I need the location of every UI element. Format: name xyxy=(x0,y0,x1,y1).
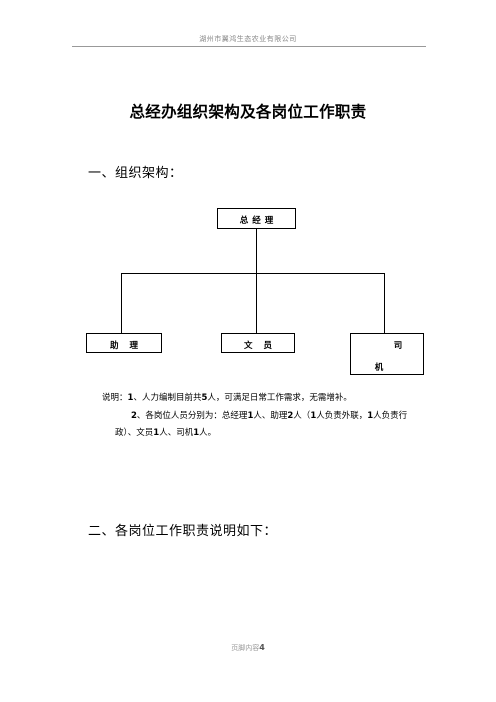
note-prefix: 说明： xyxy=(102,393,128,403)
org-box-general-manager: 总经理 xyxy=(217,208,296,229)
driver-label-char-2: 机 xyxy=(374,363,384,373)
page-header: 湖州市翼鸿生态农业有限公司 xyxy=(199,35,297,43)
note-number: 1 xyxy=(367,411,374,421)
note-number: 1 xyxy=(310,411,317,421)
note-number: 1 xyxy=(193,428,200,438)
note-text: 人，可满足日常工作需求，无需增补。 xyxy=(207,393,352,403)
note-text: 人、司机 xyxy=(159,428,194,438)
note-line-2: 2、各岗位人员分别为：总经理1人、助理2人（1人负责外联，1人负责行 xyxy=(131,409,407,424)
section-heading-job-duties: 二、各岗位工作职责说明如下： xyxy=(88,524,278,539)
note-line-3: 政）、文员1人、司机1人。 xyxy=(115,426,216,441)
note-text: 人。 xyxy=(199,428,217,438)
note-text: 人、助理 xyxy=(253,411,288,421)
note-number: 5 xyxy=(201,393,208,403)
connector-line-top xyxy=(256,229,257,273)
note-number: 2 xyxy=(131,411,137,421)
document-title: 总经办组织架构及各岗位工作职责 xyxy=(129,103,367,121)
connector-line-middle xyxy=(256,273,257,333)
page-number: 4 xyxy=(259,643,265,652)
footer-text: 页脚内容 xyxy=(231,644,260,652)
connector-line-left xyxy=(121,273,122,333)
connector-line-horizontal xyxy=(121,273,385,274)
org-box-label: 总经理 xyxy=(239,216,278,226)
page-footer: 页脚内容4 xyxy=(0,643,496,653)
org-box-assistant: 助理 xyxy=(86,333,162,353)
note-text: 政）、文员 xyxy=(115,428,154,438)
org-box-label: 司 机 xyxy=(351,339,423,373)
note-number: 1 xyxy=(153,428,160,438)
note-number: 2 xyxy=(287,411,294,421)
note-text: 、各岗位人员分别为：总经理 xyxy=(136,411,248,421)
note-number: 1 xyxy=(127,393,134,403)
note-text: 人（ xyxy=(293,411,311,421)
org-box-label: 助理 xyxy=(109,341,149,351)
connector-line-right xyxy=(384,273,385,333)
note-text: 人负责行 xyxy=(373,411,408,421)
header-divider xyxy=(72,46,426,47)
note-text: 人负责外联， xyxy=(316,411,368,421)
note-text: 、人力编制目前共 xyxy=(133,393,202,403)
org-box-driver: 司 机 xyxy=(350,333,424,375)
org-box-label: 文员 xyxy=(243,341,283,351)
note-line-1: 说明：1、人力编制目前共5人，可满足日常工作需求，无需增补。 xyxy=(102,391,352,406)
note-number: 1 xyxy=(247,411,254,421)
driver-label-char-1: 司 xyxy=(393,341,403,351)
section-heading-org-structure: 一、组织架构： xyxy=(88,166,183,181)
org-box-clerk: 文员 xyxy=(221,333,295,353)
